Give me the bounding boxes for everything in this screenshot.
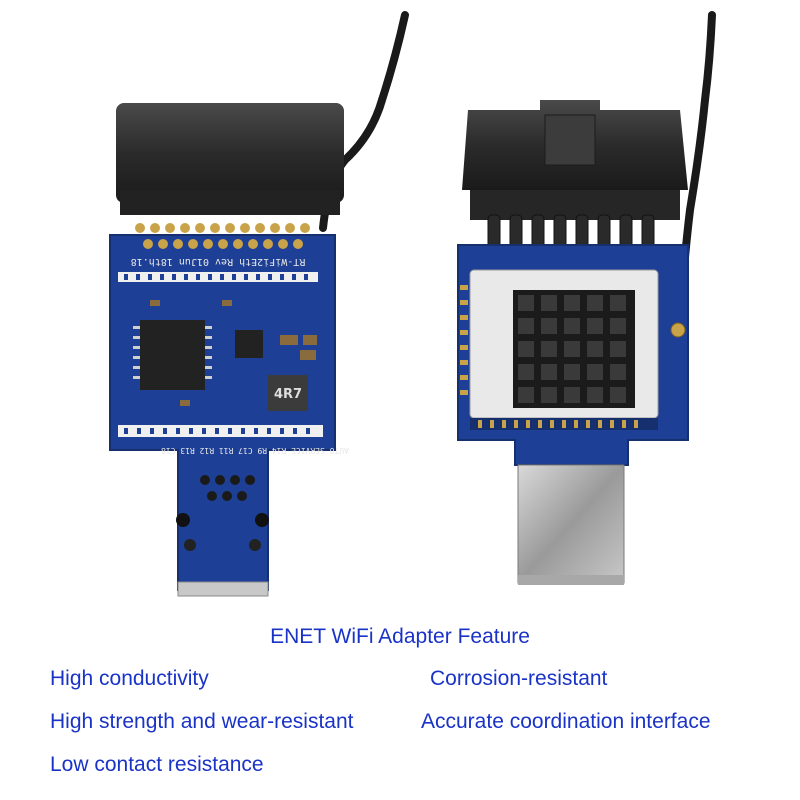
product-photo: RT-WiFi2Eth Rev 01Jun 18th.18 4R7 — [109, 11, 716, 597]
feature-corrosion-resistant: Corrosion-resistant — [430, 667, 608, 690]
feature-low-contact-resistance: Low contact resistance — [50, 753, 264, 776]
feature-coordination-interface: Accurate coordination interface — [421, 710, 711, 733]
feature-strength-wear: High strength and wear-resistant — [50, 710, 354, 733]
feature-title: ENET WiFi Adapter Feature — [270, 625, 530, 648]
adapter-back-view — [457, 11, 716, 585]
silkscreen-text: RT-WiFi2Eth Rev 01Jun 18th.18 — [131, 256, 306, 267]
inductor — [268, 375, 308, 411]
pcb-board — [109, 234, 336, 591]
ic-chip — [140, 320, 205, 390]
adapter-front-view: RT-WiFi2Eth Rev 01Jun 18th.18 4R7 — [109, 11, 409, 597]
obd-connector — [116, 103, 344, 203]
rj45-jack — [517, 464, 625, 584]
feature-high-conductivity: High conductivity — [50, 667, 209, 690]
silkscreen-bottom: AUTO SERVICE R14 R9 C17 R11 R12 R13 C18 — [161, 446, 349, 455]
inductor-marking: 4R7 — [274, 387, 302, 402]
rj45-edge — [177, 581, 269, 597]
